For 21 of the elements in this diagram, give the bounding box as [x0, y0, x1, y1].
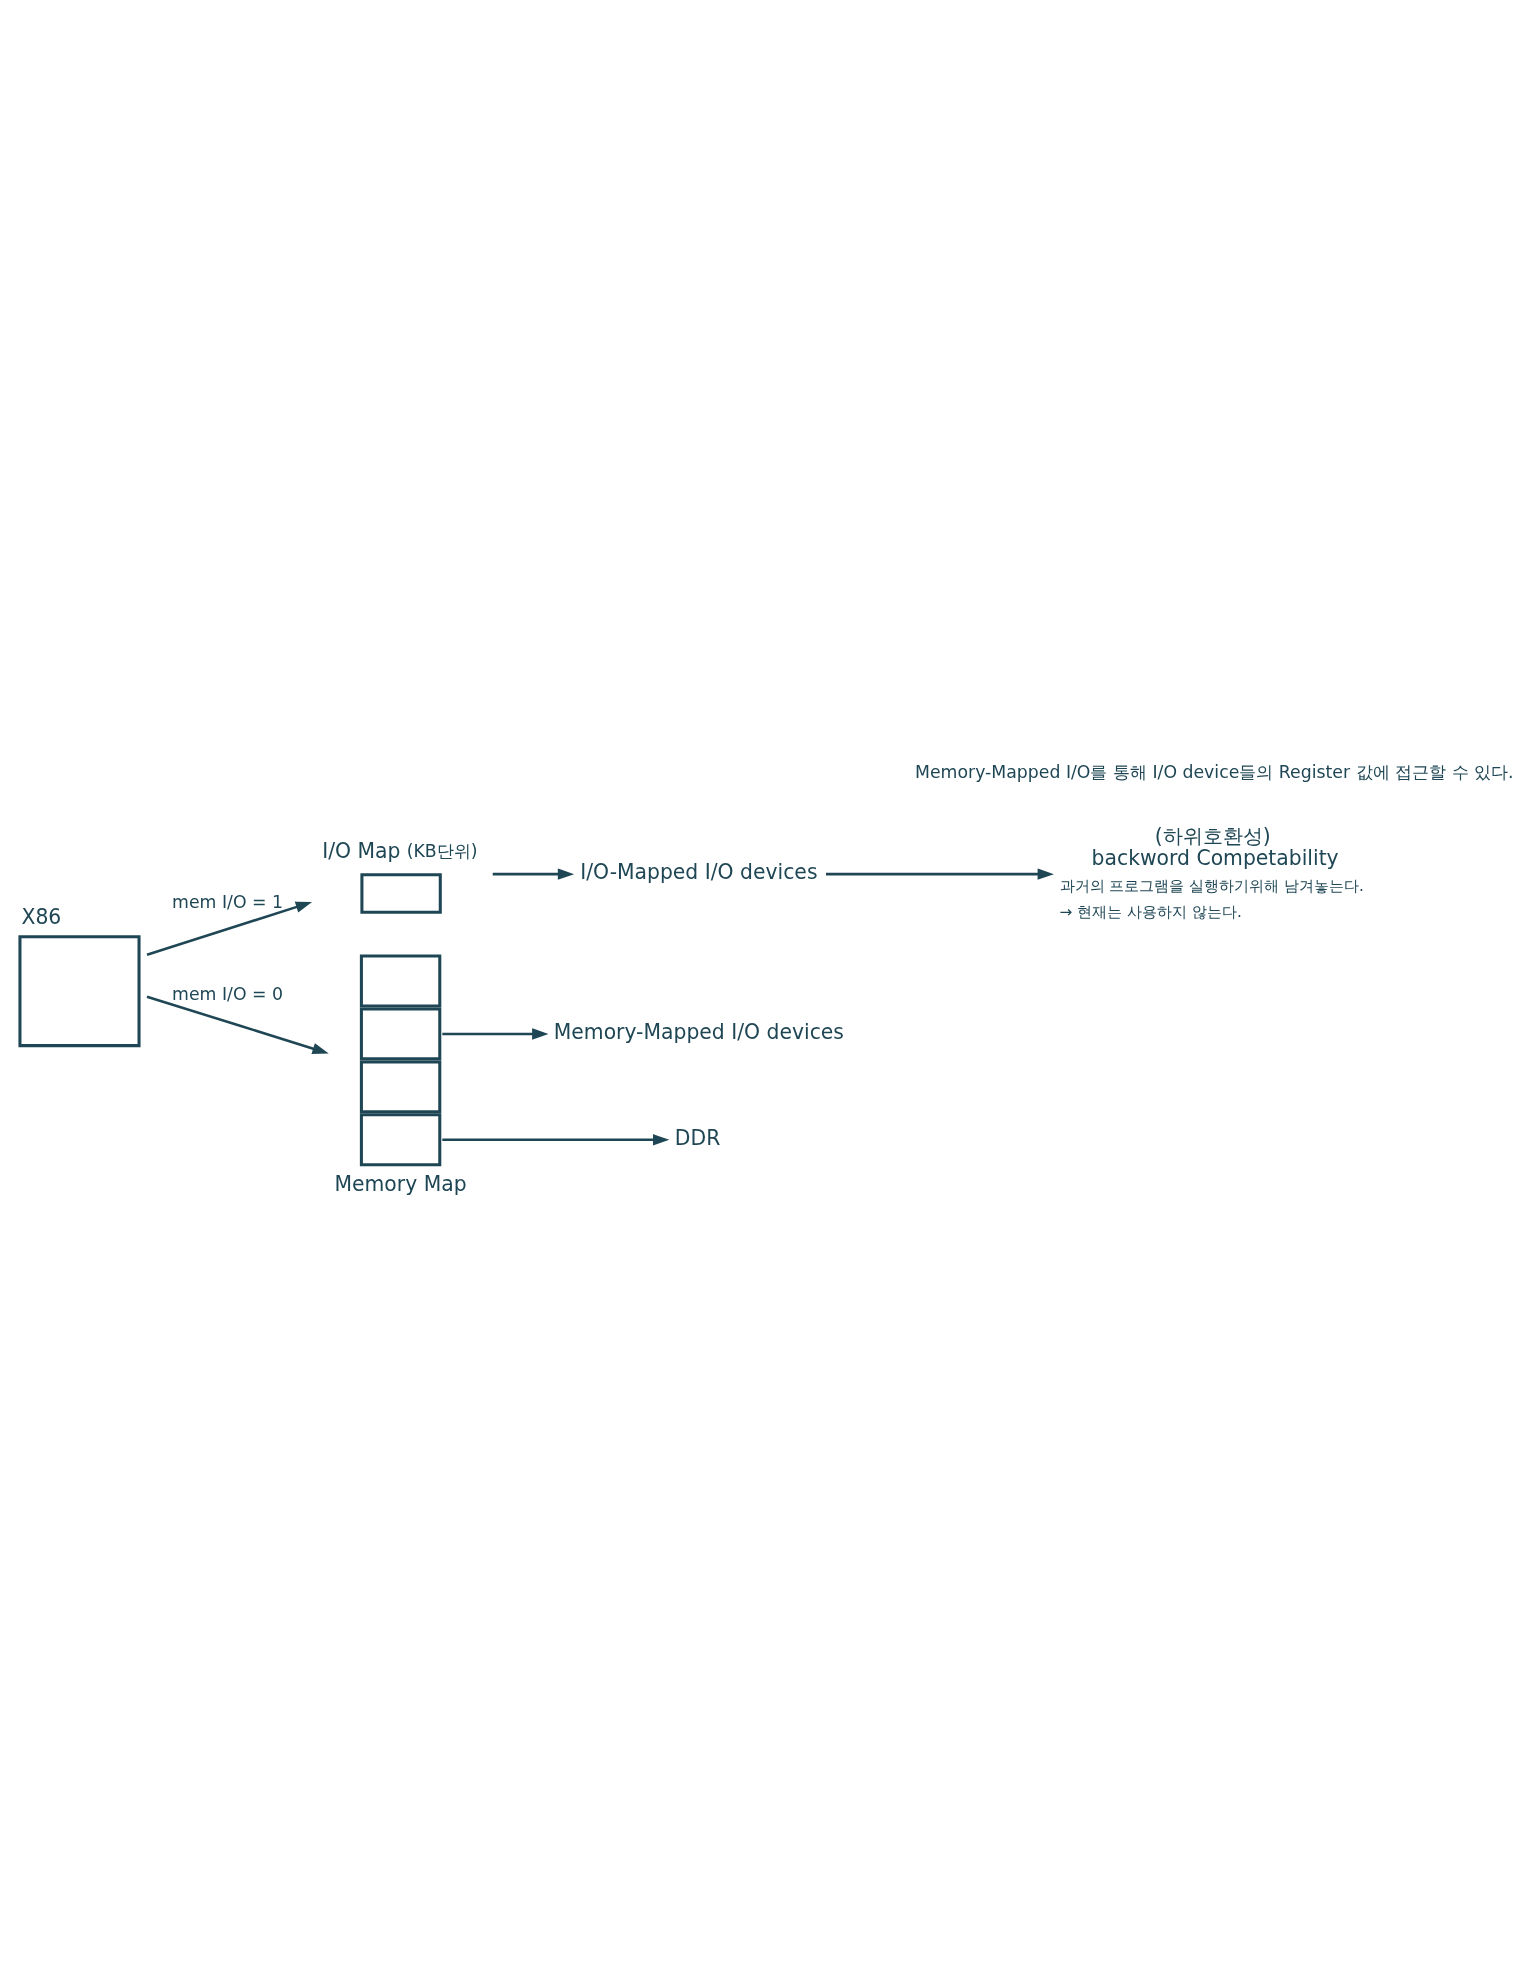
- arrow: [442, 1134, 670, 1146]
- label: Memory-Mapped I/O를 통해 I/O device들의 Register 값에 접근할 수 있다.: [915, 761, 1514, 782]
- node-box: [360, 873, 442, 914]
- node-text: Memory-Mapped I/O devices: [553, 1020, 844, 1045]
- node-text: DDR: [674, 1125, 721, 1150]
- node-label: 과거의 프로그램을 실행하기위해 남겨놓는다.: [1059, 877, 1364, 896]
- arrow: [492, 868, 575, 880]
- arrow: [146, 901, 312, 956]
- node-box: [18, 935, 141, 1048]
- node-label: Memory Map: [334, 1171, 467, 1196]
- arrow: [146, 995, 329, 1055]
- arrow: [442, 1028, 549, 1040]
- node-label: (KB단위): [406, 840, 478, 861]
- node-label: → 현재는 사용하지 않는다.: [1059, 902, 1242, 921]
- node-text: (하위호환성) backword Competability: [1091, 823, 1339, 870]
- edge-label: mem I/O = 1: [172, 892, 284, 913]
- node-label: X86: [21, 905, 62, 930]
- arrow: [826, 868, 1054, 880]
- node-label: I/O Map: [322, 838, 401, 863]
- node-text: I/O-Mapped I/O devices: [580, 860, 818, 885]
- edge-label: mem I/O = 0: [172, 983, 284, 1004]
